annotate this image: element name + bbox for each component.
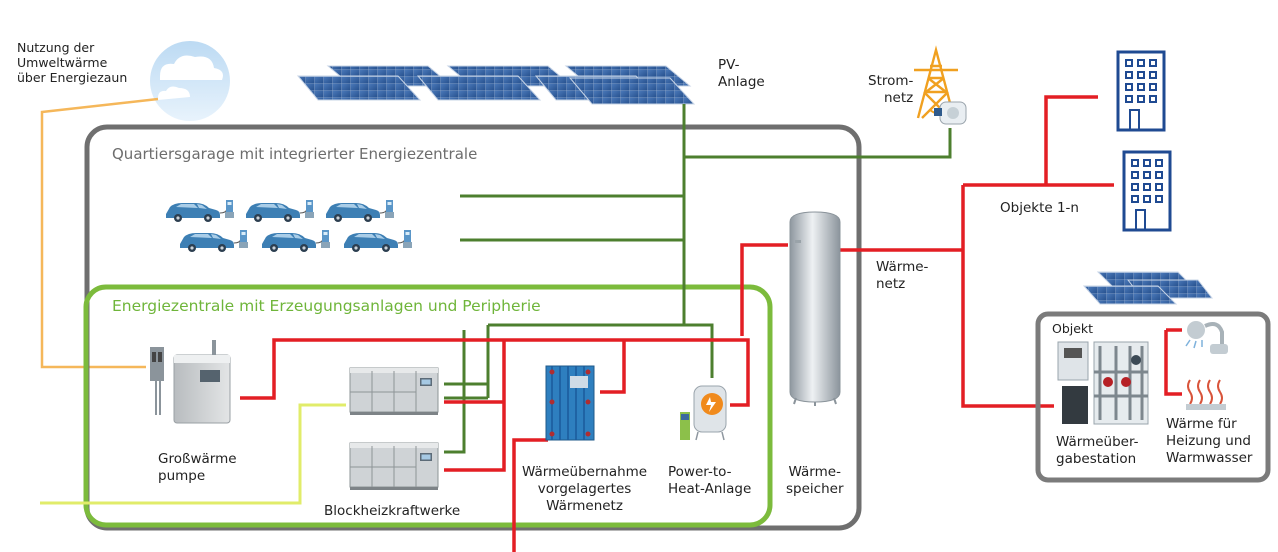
heat-pump-icon (150, 340, 231, 424)
waerme-heizung-line-2: Heizung und (1166, 433, 1251, 449)
plug-icon (929, 101, 967, 125)
umweltwaerme-line-2: Umweltwärme (17, 55, 108, 70)
waermenetz-lines (240, 95, 1182, 552)
umweltwaerme-line-1: Nutzung der (17, 40, 95, 55)
radiator-heat-icon (1187, 379, 1223, 405)
electric-car-icon (165, 199, 413, 253)
pv-array-objekt (1082, 271, 1214, 305)
pv-array (296, 65, 696, 105)
umweltwaerme-line-3: über Energiezaun (17, 70, 128, 85)
waerme-heizung-line-1: Wärme für (1166, 416, 1237, 432)
waerme-heizung-line-3: Warmwasser (1166, 450, 1253, 466)
uebergabestation-line-2: gabestation (1056, 451, 1137, 467)
energiezentrale-label: Energiezentrale mit Erzeugungsanlagen un… (112, 297, 541, 315)
grosswaermepumpe-label: Großwärme pumpe (158, 451, 237, 485)
pv-label: PV- Anlage (718, 57, 765, 91)
waermenetz-line-1: Wärme- (876, 259, 929, 275)
shower-icon (1185, 321, 1228, 354)
chp-unit-icon (349, 442, 439, 491)
bhkw-label: Blockheizkraftwerke (324, 503, 461, 519)
power-to-heat-line-1: Power-to- (668, 464, 732, 480)
stromnetz-label: Strom- netz (868, 73, 913, 107)
pv-label-line-1: PV- (718, 57, 740, 73)
grosswaermepumpe-line-2: pumpe (158, 468, 206, 484)
waermeuebernahme-label: Wärmeübernahme vorgelagertes Wärmenetz (522, 464, 647, 515)
objekt-label: Objekt (1052, 321, 1094, 336)
umweltwaerme-label: Nutzung der Umweltwärme über Energiezaun (17, 40, 127, 85)
cloud-icon (150, 41, 230, 121)
stromnetz-label-line-1: Strom- (868, 73, 914, 89)
waermeuebernahme-line-1: Wärmeübernahme (522, 464, 648, 480)
radiator-icon (1186, 404, 1226, 410)
objekte-label: Objekte 1-n (1000, 200, 1079, 216)
stromnetz-label-line-2: netz (884, 90, 914, 106)
waermeuebernahme-line-2: vorgelagertes (537, 481, 632, 497)
pv-label-line-2: Anlage (718, 74, 765, 90)
storage-tank-icon (789, 211, 841, 406)
waermenetz-label: Wärme- netz (876, 259, 928, 293)
building-icon (1116, 50, 1166, 132)
power-to-heat-icon (680, 385, 727, 441)
energiezentrale-box (83, 284, 773, 528)
power-to-heat-line-2: Heat-Anlage (668, 481, 752, 497)
stromnetz-lines (444, 104, 952, 454)
waerme-heizung-label: Wärme für Heizung und Warmwasser (1166, 416, 1252, 467)
gas-line (40, 403, 346, 505)
power-pylon-icon (914, 45, 958, 119)
building-icon (1122, 150, 1172, 232)
waermespeicher-line-1: Wärme- (788, 464, 841, 480)
waermeuebernahme-line-3: Wärmenetz (546, 498, 623, 514)
waermespeicher-line-2: speicher (786, 481, 844, 497)
power-to-heat-label: Power-to- Heat-Anlage (668, 464, 751, 498)
substation-icon (1057, 341, 1149, 425)
waermespeicher-label: Wärme- speicher (786, 464, 844, 498)
umweltwaerme-line (40, 97, 159, 369)
uebergabestation-label: Wärmeüber- gabestation (1056, 434, 1139, 468)
objekt-box (1035, 311, 1271, 483)
chp-unit-icon (349, 367, 439, 416)
grosswaermepumpe-line-1: Großwärme (158, 451, 237, 467)
uebergabestation-line-1: Wärmeüber- (1056, 434, 1139, 450)
quartiersgarage-label: Quartiersgarage mit integrierter Energie… (112, 145, 478, 163)
heat-exchanger-icon (545, 365, 595, 441)
waermenetz-line-2: netz (876, 276, 906, 292)
